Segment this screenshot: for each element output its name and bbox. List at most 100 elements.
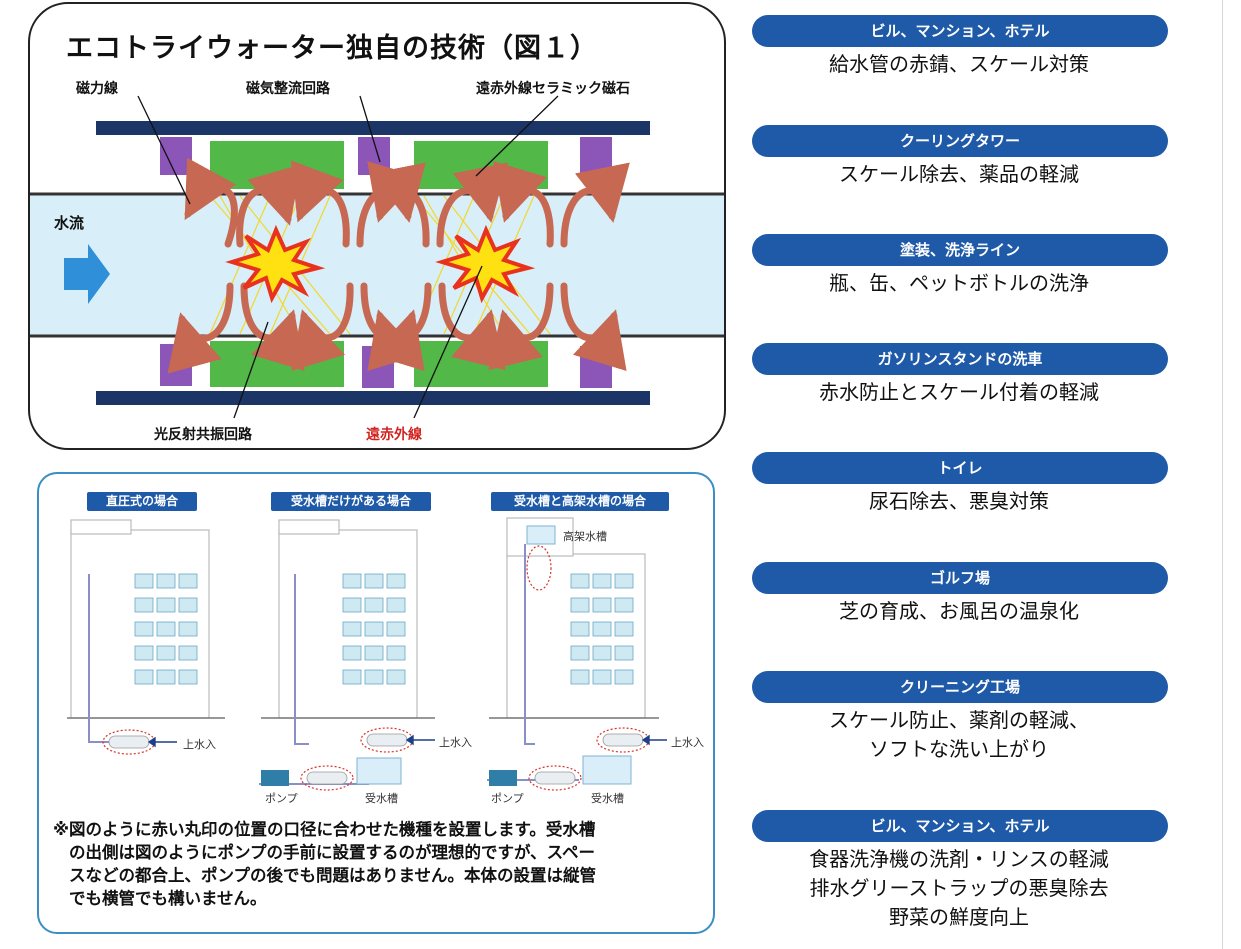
application-heading: ガソリンスタンドの洗車 — [752, 343, 1168, 375]
window — [386, 573, 406, 589]
building-direct — [70, 519, 210, 719]
application-description: ソフトな洗い上がり — [869, 737, 1049, 761]
note-line: ※図のように赤い丸印の位置の口径に合わせた機種を設置します。受水槽 — [53, 820, 596, 839]
purple-magnet — [580, 137, 612, 175]
window — [178, 669, 198, 685]
window — [364, 645, 384, 661]
yoke-bar-top — [96, 121, 650, 135]
tank-label: 受水槽 — [365, 792, 398, 805]
application-item: ガソリンスタンドの洗車 赤水防止とスケール付着の軽減 — [750, 343, 1168, 407]
window — [178, 645, 198, 661]
technology-title: エコトライウォーター独自の技術（図１） — [66, 33, 598, 64]
application-heading: ゴルフ場 — [752, 562, 1168, 594]
technology-diagram — [30, 95, 724, 419]
building-elevated — [506, 517, 646, 719]
window — [592, 573, 612, 589]
window — [342, 669, 362, 685]
installation-note: ※図のように赤い丸印の位置の口径に合わせた機種を設置します。受水槽 の出側は図の… — [53, 818, 713, 910]
purple-magnet — [160, 344, 192, 386]
purple-magnet — [160, 137, 192, 175]
page-edge-line — [1222, 0, 1223, 949]
window — [156, 669, 176, 685]
note-line: スなどの都合上、ポンプの後でも問題はありません。本体の設置は縦管 — [69, 866, 597, 885]
elevated-tank-label: 高架水槽 — [563, 530, 607, 543]
installation-diagram — [67, 517, 667, 791]
application-description: 食器洗浄機の洗剤・リンスの軽減 — [809, 847, 1109, 871]
window — [342, 621, 362, 637]
note-line: の出側は図のようにポンプの手前に設置するのが理想的ですが、スペー — [69, 843, 596, 862]
window — [134, 573, 154, 589]
window — [386, 669, 406, 685]
window — [592, 597, 612, 613]
window — [570, 573, 590, 589]
window — [386, 621, 406, 637]
window — [134, 645, 154, 661]
window — [364, 621, 384, 637]
window — [570, 669, 590, 685]
ceramic-magnet — [414, 141, 548, 189]
window — [592, 669, 612, 685]
installation-figure-panel: 直圧式の場合 受水槽だけがある場合 受水槽と高架水槽の場合 上水入 上水入 上水… — [37, 472, 715, 934]
window — [342, 645, 362, 661]
application-description: 芝の育成、お風呂の温泉化 — [839, 599, 1079, 623]
application-heading: クーリングタワー — [752, 125, 1168, 157]
window — [570, 597, 590, 613]
window — [386, 645, 406, 661]
case-caption-elevated: 受水槽と高架水槽の場合 — [491, 492, 669, 511]
window — [134, 597, 154, 613]
case-caption-tank: 受水槽だけがある場合 — [271, 492, 431, 511]
application-description: スケール除去、薬品の軽減 — [839, 162, 1079, 186]
building-windows — [134, 573, 634, 685]
window — [156, 573, 176, 589]
pump-icons — [261, 770, 517, 786]
ceramic-magnet — [210, 141, 344, 189]
label-far-infrared: 遠赤外線 — [366, 427, 422, 443]
application-heading: トイレ — [752, 452, 1168, 484]
label-rectifier-circuit: 磁気整流回路 — [246, 81, 330, 97]
application-heading: 塗装、洗浄ライン — [752, 234, 1168, 266]
window — [156, 645, 176, 661]
water-flow-arrow — [64, 244, 110, 304]
application-item: トイレ 尿石除去、悪臭対策 — [750, 452, 1168, 516]
window — [342, 597, 362, 613]
label-water-flow: 水流 — [54, 214, 85, 232]
water-tanks — [356, 525, 632, 785]
window — [364, 573, 384, 589]
application-item: ビル、マンション、ホテル 食器洗浄機の洗剤・リンスの軽減 排水グリーストラップの… — [750, 810, 1168, 932]
energy-burst — [435, 224, 536, 304]
window — [614, 621, 634, 637]
application-description: 野菜の鮮度向上 — [889, 905, 1029, 929]
window — [614, 573, 634, 589]
inlet-label: 上水入 — [183, 738, 216, 751]
application-description: 給水管の赤錆、スケール対策 — [829, 52, 1089, 76]
application-item: ビル、マンション、ホテル 給水管の赤錆、スケール対策 — [750, 15, 1168, 79]
application-description: スケール防止、薬剤の軽減、 — [829, 708, 1089, 732]
window — [342, 573, 362, 589]
application-description: 尿石除去、悪臭対策 — [869, 489, 1049, 513]
inlet-label: 上水入 — [439, 736, 472, 749]
applications-list: ビル、マンション、ホテル 給水管の赤錆、スケール対策 クーリングタワー スケール… — [750, 0, 1170, 949]
magnetic-flux-arrows-top — [184, 157, 630, 248]
application-item: ゴルフ場 芝の育成、お風呂の温泉化 — [750, 562, 1168, 626]
label-optical-resonance: 光反射共振回路 — [154, 427, 252, 443]
energy-burst — [225, 224, 326, 304]
application-heading: ビル、マンション、ホテル — [752, 810, 1168, 842]
label-ceramic-magnet: 遠赤外線セラミック磁石 — [476, 81, 630, 97]
window — [156, 621, 176, 637]
window — [614, 669, 634, 685]
magnetic-flux-arrows-bottom — [167, 282, 627, 374]
tank-label: 受水槽 — [591, 792, 624, 805]
window — [178, 597, 198, 613]
window — [178, 573, 198, 589]
application-item: クリーニング工場 スケール防止、薬剤の軽減、 ソフトな洗い上がり — [750, 671, 1168, 764]
window — [178, 621, 198, 637]
window — [156, 597, 176, 613]
window — [364, 669, 384, 685]
application-heading: ビル、マンション、ホテル — [752, 15, 1168, 47]
ceramic-magnet — [210, 341, 344, 387]
ceramic-magnet — [414, 341, 548, 387]
window — [592, 621, 612, 637]
window — [364, 597, 384, 613]
window — [386, 597, 406, 613]
label-magnetic-lines: 磁力線 — [76, 81, 118, 97]
